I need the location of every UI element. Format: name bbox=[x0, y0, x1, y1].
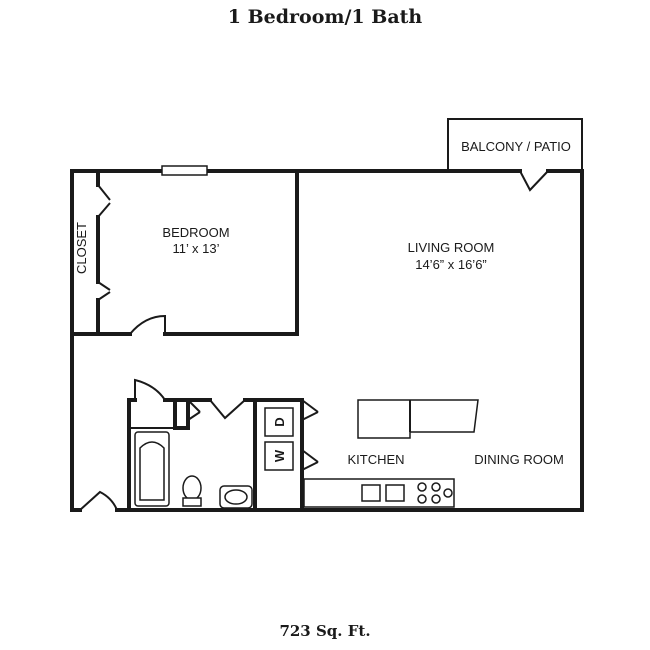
washer bbox=[264, 441, 294, 471]
dining-room-label: DINING ROOM bbox=[474, 452, 564, 467]
burner bbox=[417, 494, 427, 504]
sink bbox=[224, 489, 248, 505]
kitchen-island bbox=[357, 399, 479, 439]
burner bbox=[431, 482, 441, 492]
living-room-label: LIVING ROOM bbox=[408, 240, 495, 255]
bathtub-basin bbox=[139, 441, 165, 501]
toilet-tank bbox=[182, 497, 202, 507]
toilet bbox=[182, 475, 202, 501]
bedroom-size: 11’ x 13’ bbox=[173, 241, 220, 256]
living-room-size: 14’6” x 16’6” bbox=[415, 257, 487, 272]
kitchen-counter bbox=[303, 478, 455, 508]
kitchen-sink-left bbox=[361, 484, 381, 502]
bath-fixtures bbox=[134, 431, 253, 509]
laundry: D W bbox=[264, 407, 294, 471]
closet-label: CLOSET bbox=[74, 222, 89, 274]
window bbox=[161, 165, 208, 176]
balcony-outline bbox=[447, 118, 583, 171]
kitchen-sink-right bbox=[385, 484, 405, 502]
burner bbox=[417, 482, 427, 492]
kitchen-label: KITCHEN bbox=[347, 452, 404, 467]
plan-title: 1 Bedroom/1 Bath bbox=[227, 6, 423, 28]
burner bbox=[443, 488, 453, 498]
bedroom-walls bbox=[70, 169, 299, 336]
doors bbox=[79, 170, 549, 511]
dryer bbox=[264, 407, 294, 437]
balcony-label: BALCONY / PATIO bbox=[461, 139, 571, 154]
bath-walls bbox=[127, 398, 304, 512]
dryer-label: D bbox=[272, 417, 287, 426]
burner bbox=[431, 494, 441, 504]
washer-label: W bbox=[272, 449, 287, 462]
bedroom-label: BEDROOM bbox=[162, 225, 229, 240]
square-footage: 723 Sq. Ft. bbox=[279, 622, 371, 640]
